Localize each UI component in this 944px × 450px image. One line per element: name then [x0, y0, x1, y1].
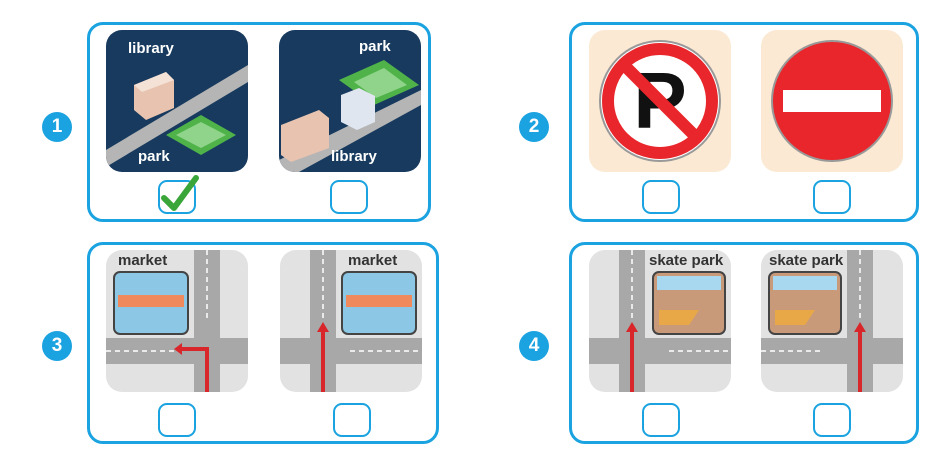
question-number-3: 3	[42, 331, 72, 361]
option-3b-checkbox[interactable]	[333, 403, 371, 437]
option-2b-checkbox[interactable]	[813, 180, 851, 214]
option-4b-checkbox[interactable]	[813, 403, 851, 437]
question-2-panel: P	[569, 22, 919, 222]
option-3a-label-market: market	[118, 252, 168, 269]
option-4a-label-skate-park: skate park	[649, 252, 724, 269]
option-1b-label-park: park	[359, 38, 391, 55]
option-2a-image: P	[589, 30, 731, 172]
option-3b-label-market: market	[348, 252, 398, 269]
no-parking-sign-icon: P	[599, 40, 721, 162]
question-number-1: 1	[42, 112, 72, 142]
option-4b-label-skate-park: skate park	[769, 252, 844, 269]
option-4b-image: skate park	[761, 250, 903, 392]
question-number-4: 4	[519, 331, 549, 361]
option-3b-image: market	[280, 250, 422, 392]
option-1a-label-park: park	[138, 148, 170, 165]
question-1-panel: library park park library	[87, 22, 431, 222]
option-3a-image: market	[106, 250, 248, 392]
question-3-panel: market market	[87, 242, 439, 444]
question-4-panel: skate park skate park	[569, 242, 919, 444]
checkmark-icon	[161, 175, 199, 211]
option-1b-checkbox[interactable]	[330, 180, 368, 214]
option-3a-checkbox[interactable]	[158, 403, 196, 437]
option-2a-checkbox[interactable]	[642, 180, 680, 214]
option-1a-image: library park	[106, 30, 248, 172]
option-1b-label-library: library	[331, 148, 377, 165]
option-2b-image	[761, 30, 903, 172]
option-4a-checkbox[interactable]	[642, 403, 680, 437]
question-number-2: 2	[519, 112, 549, 142]
option-4a-image: skate park	[589, 250, 731, 392]
option-1a-checkbox[interactable]	[158, 175, 199, 214]
option-1b-image: park library	[279, 30, 421, 172]
option-1a-label-library: library	[128, 40, 174, 57]
no-entry-sign-icon	[771, 40, 893, 162]
